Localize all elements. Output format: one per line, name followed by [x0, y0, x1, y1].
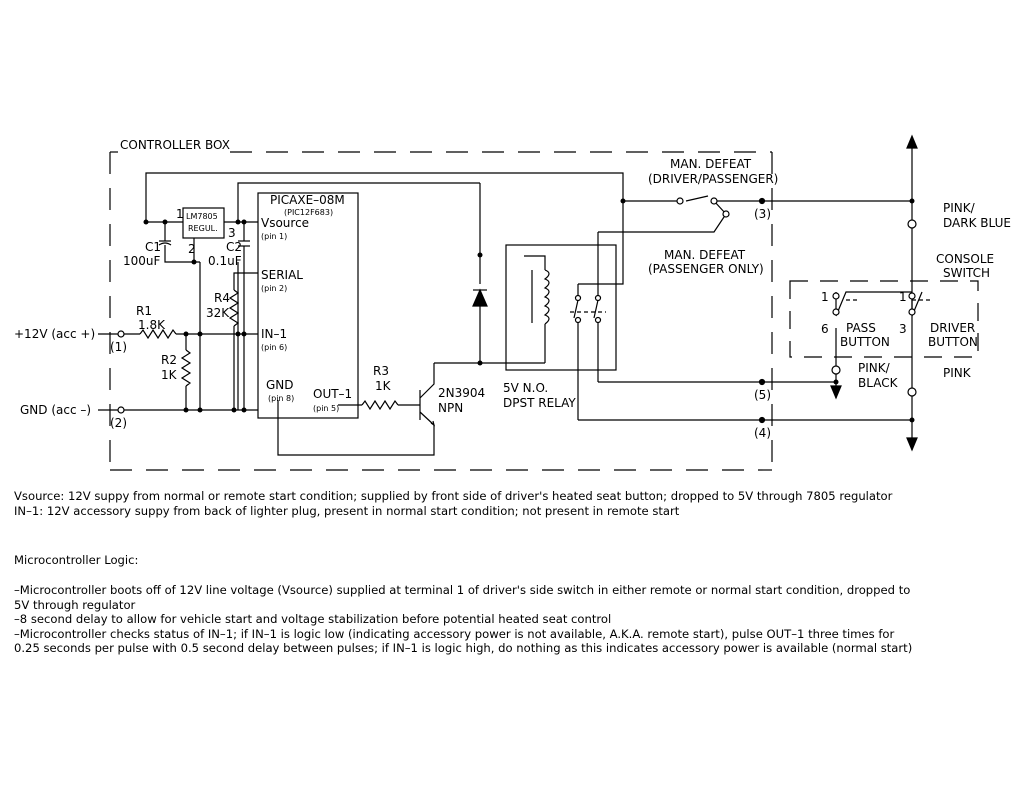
- gnd-pin-label: GND: [266, 378, 294, 392]
- pass-pin6-label: 6: [821, 322, 829, 336]
- logic-line-1b: 5V through regulator: [14, 597, 136, 612]
- pink-dark-blue-label-1: PINK/: [943, 201, 976, 215]
- notes-block: Vsource: 12V suppy from normal or remote…: [14, 489, 892, 518]
- gnd-input-label: GND (acc –): [20, 403, 91, 417]
- picaxe-sub-label: (PIC12F683): [284, 208, 333, 217]
- pass-button-label-1: PASS: [846, 321, 876, 335]
- controller-box-label: CONTROLLER BOX: [120, 138, 230, 152]
- terminal-1-label: (1): [110, 340, 127, 354]
- man-defeat-1-label: MAN. DEFEAT: [670, 157, 752, 171]
- pin6-label: (pin 6): [261, 343, 287, 352]
- r4-label: R4: [214, 291, 230, 305]
- reg-pin1-label: 1: [176, 207, 184, 221]
- note-in1: IN–1: 12V accessory suppy from back of l…: [14, 503, 680, 518]
- pin5-label: (pin 5): [313, 404, 339, 413]
- r1-label: R1: [136, 304, 152, 318]
- pin8-label: (pin 8): [268, 394, 294, 403]
- pink-black-label-2: BLACK: [858, 376, 899, 390]
- logic-line-3b: 0.25 seconds per pulse with 0.5 second d…: [14, 641, 913, 655]
- pin1-label: (pin 1): [261, 232, 287, 241]
- terminal-2-label: (2): [110, 416, 127, 430]
- man-defeat-2-sub: (PASSENGER ONLY): [648, 262, 764, 276]
- c1-value: 100uF: [123, 254, 161, 268]
- man-defeat-2-label: MAN. DEFEAT: [664, 248, 746, 262]
- picaxe-label: PICAXE–08M: [270, 193, 345, 207]
- logic-block: Microcontroller Logic:: [14, 553, 138, 568]
- console-switch-label-1: CONSOLE: [936, 252, 994, 266]
- pink-black-label-1: PINK/: [858, 361, 891, 375]
- out1-label: OUT–1: [313, 387, 352, 401]
- controller-box-outline: [109, 151, 773, 471]
- logic-line-2: –8 second delay to allow for vehicle sta…: [14, 612, 612, 626]
- logic-line-3a: –Microcontroller checks status of IN–1; …: [14, 626, 895, 641]
- logic-line-1a: –Microcontroller boots off of 12V line v…: [14, 583, 911, 597]
- pink-dark-blue-label-2: DARK BLUE: [943, 216, 1011, 230]
- pass-button-label-2: BUTTON: [840, 335, 890, 349]
- pass-pin1-label: 1: [821, 290, 829, 304]
- r3-value: 1K: [375, 379, 392, 393]
- driver-pin1-label: 1: [899, 290, 907, 304]
- picaxe-chip: [257, 192, 359, 419]
- driver-pin3-label: 3: [899, 322, 907, 336]
- r3-label: R3: [373, 364, 389, 378]
- c2-value: 0.1uF: [208, 254, 242, 268]
- transistor-label: 2N3904: [438, 386, 485, 400]
- driver-button-label-1: DRIVER: [930, 321, 975, 335]
- reg-label-1: LM7805: [186, 212, 218, 221]
- relay-label-1: 5V N.O.: [503, 381, 548, 395]
- c2-label: C2: [226, 240, 242, 254]
- console-switch-box: [789, 280, 979, 358]
- c1-label: C1: [145, 240, 161, 254]
- driver-button-label-2: BUTTON: [928, 335, 978, 349]
- man-defeat-1-sub: (DRIVER/PASSENGER): [648, 172, 778, 186]
- relay-label-2: DPST RELAY: [503, 396, 576, 410]
- serial-label: SERIAL: [261, 268, 303, 282]
- reg-label-2: REGUL.: [188, 224, 218, 233]
- r1-value: 1.8K: [138, 318, 166, 332]
- reg-pin2-label: 2: [188, 242, 196, 256]
- terminal-3-label: (3): [754, 207, 771, 221]
- pink-label: PINK: [943, 366, 972, 380]
- terminal-4-label: (4): [754, 426, 771, 440]
- plus12v-label: +12V (acc +): [14, 327, 95, 341]
- logic-heading: Microcontroller Logic:: [14, 553, 139, 567]
- console-switch-label-2: SWITCH: [943, 266, 990, 280]
- vsource-label: Vsource: [261, 216, 309, 230]
- r2-value: 1K: [161, 368, 178, 382]
- pin2-label: (pin 2): [261, 284, 287, 293]
- regulator: [182, 207, 225, 239]
- in1-label: IN–1: [261, 327, 287, 341]
- reg-pin3-label: 3: [228, 226, 236, 240]
- r4-value: 32K: [206, 306, 230, 320]
- logic-lines: –Microcontroller boots off of 12V line v…: [14, 583, 912, 656]
- note-vsource: Vsource: 12V suppy from normal or remote…: [14, 489, 893, 503]
- npn-label: NPN: [438, 401, 463, 415]
- relay: [505, 244, 617, 371]
- terminal-5-label: (5): [754, 388, 771, 402]
- r2-label: R2: [161, 353, 177, 367]
